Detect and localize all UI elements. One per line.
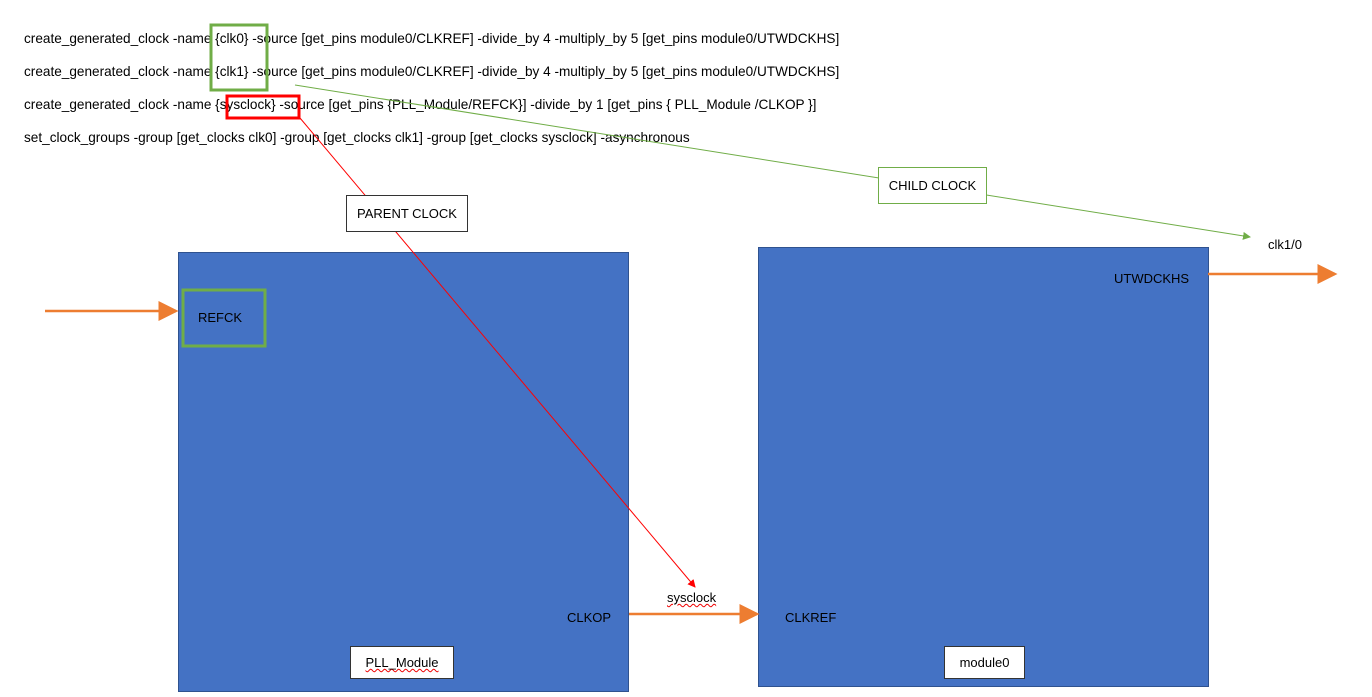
child-clock-arrow	[294, 84, 1251, 240]
clkop-pin-label: CLKOP	[567, 610, 612, 625]
refck-pin-label: REFCK	[198, 310, 243, 325]
refck-highlight	[181, 288, 267, 348]
module0-block	[758, 247, 1209, 687]
pll-module-block	[178, 252, 629, 692]
module0-name-text: module0	[959, 655, 1010, 670]
parent-clock-callout: PARENT CLOCK	[346, 195, 468, 232]
pll-module-name-text: PLL_Module	[365, 655, 439, 670]
sysclock-highlight	[225, 94, 301, 120]
utwdckhs-pin-label: UTWDCKHS	[1114, 271, 1190, 286]
parent-clock-text: PARENT CLOCK	[357, 206, 457, 221]
sysclock-net-label: sysclock	[667, 590, 717, 605]
command-line-clock-groups: set_clock_groups -group [get_clocks clk0…	[24, 130, 690, 145]
clk-output-label: clk1/0	[1268, 237, 1302, 252]
command-line-clk1: create_generated_clock -name {clk1} -sou…	[24, 64, 840, 79]
clk-names-highlight	[209, 23, 269, 92]
module0-name: module0	[944, 646, 1025, 679]
command-line-clk0: create_generated_clock -name {clk0} -sou…	[24, 31, 840, 46]
clkref-pin-label: CLKREF	[785, 610, 837, 625]
parent-clock-arrow	[299, 117, 696, 588]
child-clock-text: CHILD CLOCK	[888, 178, 977, 193]
child-clock-callout: CHILD CLOCK	[878, 167, 987, 204]
pll-module-name: PLL_Module	[350, 646, 454, 679]
